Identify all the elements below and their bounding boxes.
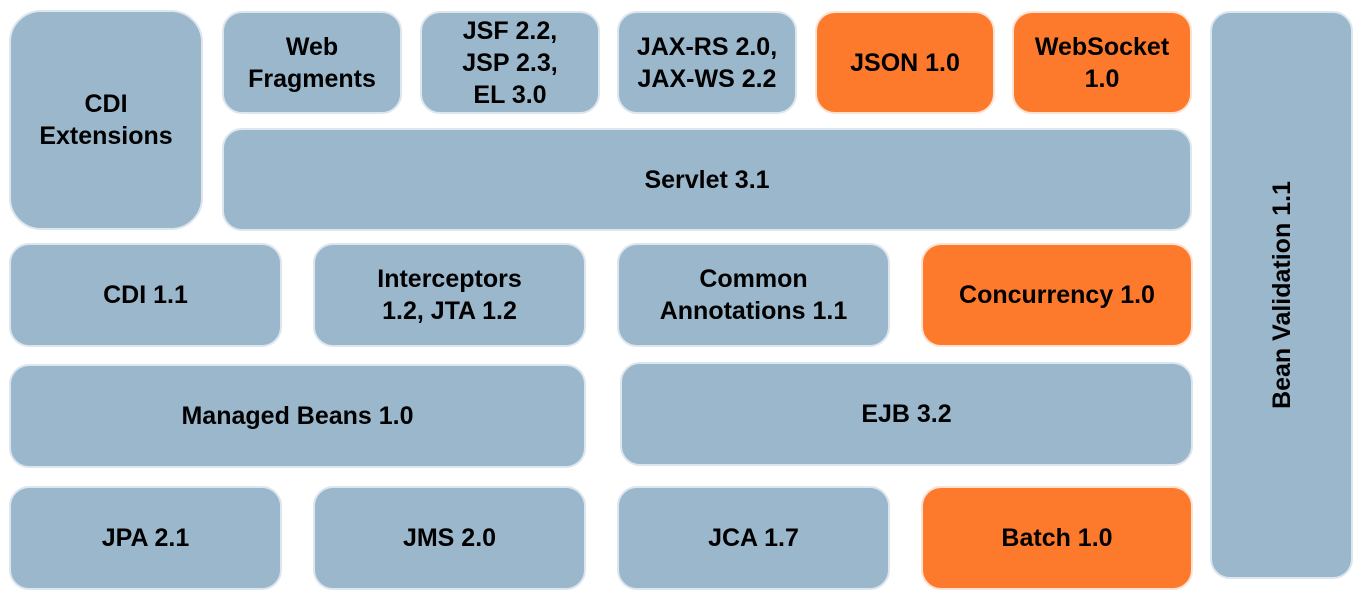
box-jsf-jsp-el-label: JSF 2.2, JSP 2.3, EL 3.0 (462, 16, 558, 109)
box-jca: JCA 1.7 (617, 486, 890, 590)
box-jpa: JPA 2.1 (9, 486, 282, 590)
box-batch-label: Batch 1.0 (1001, 524, 1113, 552)
box-websocket: WebSocket 1.0 (1012, 11, 1192, 114)
box-jpa-label: JPA 2.1 (101, 524, 190, 552)
box-web-fragments: Web Fragments (222, 11, 402, 114)
box-jaxrs-jaxws: JAX-RS 2.0, JAX-WS 2.2 (617, 11, 797, 114)
box-json-label: JSON 1.0 (850, 48, 960, 77)
box-interceptors-jta-label: Interceptors 1.2, JTA 1.2 (377, 265, 522, 325)
box-jsf-jsp-el: JSF 2.2, JSP 2.3, EL 3.0 (420, 11, 600, 114)
box-web-fragments-label: Web Fragments (248, 32, 376, 93)
box-cdi-extensions-label: CDI Extensions (39, 90, 173, 150)
box-servlet-label: Servlet 3.1 (644, 165, 770, 194)
box-managed-beans: Managed Beans 1.0 (9, 364, 586, 468)
box-managed-beans-label: Managed Beans 1.0 (181, 402, 414, 430)
box-servlet: Servlet 3.1 (222, 128, 1192, 231)
box-cdi-label: CDI 1.1 (103, 281, 188, 309)
box-concurrency-label: Concurrency 1.0 (959, 281, 1155, 309)
box-ejb-label: EJB 3.2 (861, 400, 952, 428)
box-cdi: CDI 1.1 (9, 243, 282, 347)
box-concurrency: Concurrency 1.0 (921, 243, 1193, 347)
box-cdi-extensions: CDI Extensions (9, 10, 203, 230)
box-jms-label: JMS 2.0 (402, 524, 497, 552)
box-common-annotations-label: Common Annotations 1.1 (659, 265, 848, 325)
box-jms: JMS 2.0 (313, 486, 586, 590)
box-bean-validation-label: Bean Validation 1.1 (1267, 181, 1296, 409)
box-jaxrs-jaxws-label: JAX-RS 2.0, JAX-WS 2.2 (636, 32, 778, 93)
box-batch: Batch 1.0 (921, 486, 1193, 590)
box-ejb: EJB 3.2 (620, 362, 1193, 466)
box-websocket-label: WebSocket 1.0 (1034, 32, 1170, 93)
box-json: JSON 1.0 (815, 11, 995, 114)
box-jca-label: JCA 1.7 (708, 524, 799, 552)
box-common-annotations: Common Annotations 1.1 (617, 243, 890, 347)
box-interceptors-jta: Interceptors 1.2, JTA 1.2 (313, 243, 586, 347)
box-bean-validation: Bean Validation 1.1 (1210, 11, 1353, 579)
